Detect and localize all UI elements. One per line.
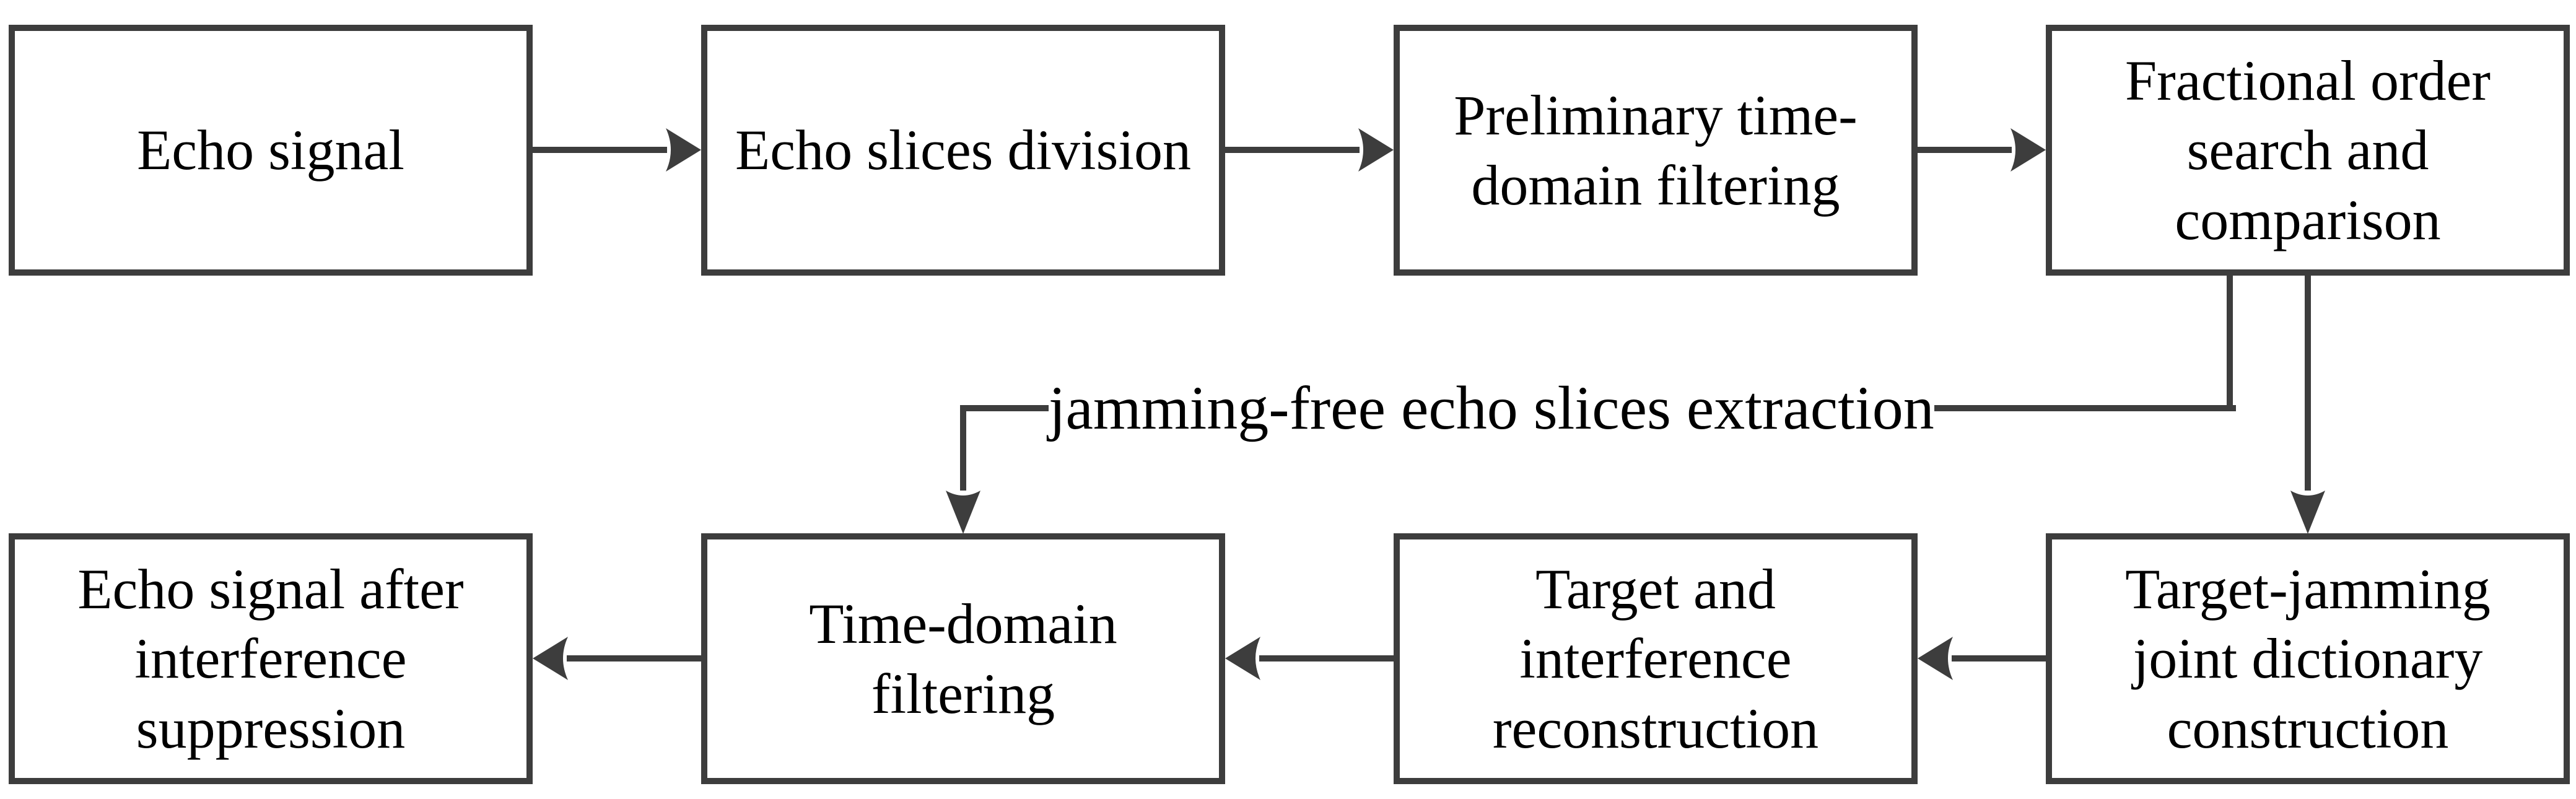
arrow-shaft [1918, 147, 2012, 153]
box-preliminary-time-domain-filtering-label: Preliminary time- domain filtering [1454, 84, 1858, 217]
right-arrowhead-icon [2011, 128, 2046, 172]
elbow-drop-segment [960, 405, 966, 491]
edge-label-row: jamming-free echo slices extraction [963, 377, 2236, 439]
edge-label: jamming-free echo slices extraction [1048, 373, 1934, 442]
left-arrowhead-icon [1918, 637, 1953, 680]
edge-line-left-segment [963, 405, 1049, 411]
box-time-domain-filtering-label: Time-domain filtering [809, 592, 1117, 725]
right-arrowhead-icon [666, 128, 701, 172]
box-echo-slices-division: Echo slices division [701, 25, 1225, 276]
left-arrowhead-icon [533, 637, 568, 680]
box-echo-slices-division-label: Echo slices division [735, 118, 1191, 182]
box-preliminary-time-domain-filtering: Preliminary time- domain filtering [1394, 25, 1918, 276]
box-time-domain-filtering: Time-domain filtering [701, 533, 1225, 784]
arrow-shaft [1259, 655, 1394, 661]
box-target-and-interference-reconstruction: Target and interference reconstruction [1394, 533, 1918, 784]
arrow-shaft [2305, 276, 2311, 491]
box-echo-signal: Echo signal [9, 25, 533, 276]
elbow-down-segment [2227, 276, 2233, 411]
arrow-shaft [1225, 147, 1360, 153]
box-target-and-interference-reconstruction-label: Target and interference reconstruction [1492, 557, 1819, 760]
box-target-jamming-joint-dictionary-construction: Target-jamming joint dictionary construc… [2046, 533, 2570, 784]
box-echo-signal-label: Echo signal [137, 118, 404, 182]
box-fractional-order-search-and-comparison: Fractional order search and comparison [2046, 25, 2570, 276]
arrow-shaft [533, 147, 667, 153]
box-echo-signal-after-interference-suppression-label: Echo signal after interference suppressi… [77, 557, 464, 760]
box-echo-signal-after-interference-suppression: Echo signal after interference suppressi… [9, 533, 533, 784]
box-target-jamming-joint-dictionary-construction-label: Target-jamming joint dictionary construc… [2125, 557, 2491, 760]
down-arrowhead-icon [946, 491, 980, 534]
left-arrowhead-icon [1225, 637, 1260, 680]
edge-line-right-segment [1934, 405, 2236, 411]
right-arrowhead-icon [1358, 128, 1394, 172]
arrow-shaft [1952, 655, 2046, 661]
down-arrowhead-icon [2290, 491, 2325, 534]
box-fractional-order-search-and-comparison-label: Fractional order search and comparison [2124, 49, 2491, 251]
arrow-shaft [567, 655, 701, 661]
